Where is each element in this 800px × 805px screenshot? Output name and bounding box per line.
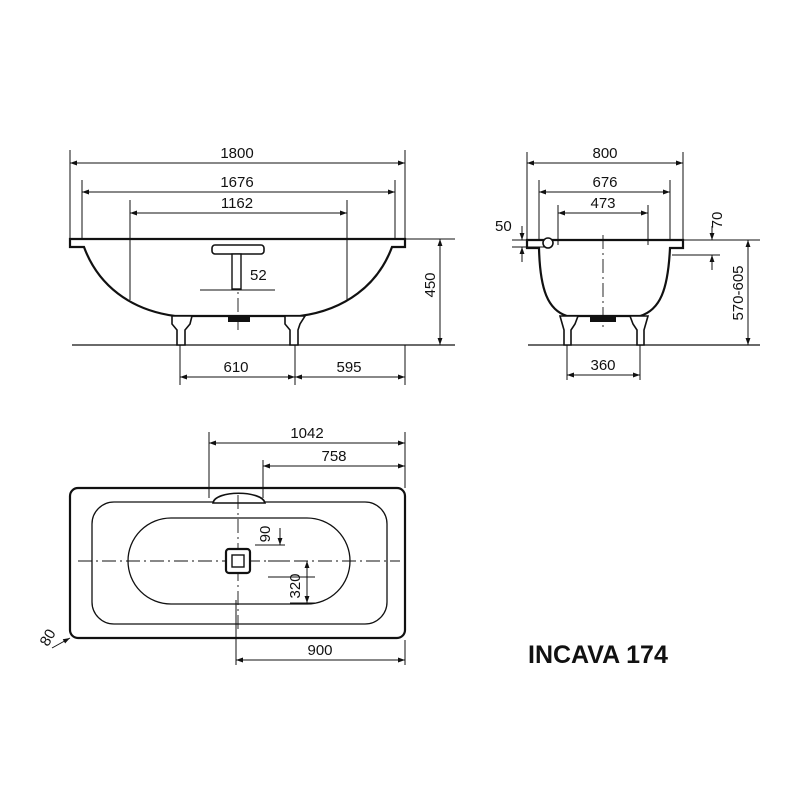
dim-waste-distance: 1042 xyxy=(290,425,323,442)
dim-base-width: 473 xyxy=(590,195,615,212)
top-view: 90 320 80 1042 758 900 xyxy=(37,425,407,665)
dim-rim-right: 70 xyxy=(709,212,726,229)
dim-foot-right: 595 xyxy=(336,359,361,376)
side-view: 1800 1676 1162 52 610 595 450 xyxy=(68,145,455,385)
dim-rim-length: 1676 xyxy=(220,174,253,191)
dim-rim-width: 676 xyxy=(592,174,617,191)
dim-height: 450 xyxy=(422,272,439,297)
dim-overflow-distance: 758 xyxy=(321,448,346,465)
dim-corner: 80 xyxy=(37,626,60,649)
dim-feet-spacing: 360 xyxy=(590,357,615,374)
drain-icon xyxy=(224,547,252,575)
tub-foot xyxy=(558,315,580,346)
dim-install-height: 570-605 xyxy=(730,265,747,320)
dim-rim-left: 50 xyxy=(495,218,512,235)
tub-outer-rim xyxy=(68,486,407,640)
tub-end-outline xyxy=(525,238,685,318)
overflow-icon xyxy=(212,492,267,504)
overflow-knob xyxy=(542,237,554,249)
end-view: 800 676 473 50 70 570-605 360 xyxy=(495,145,760,380)
tub-foot xyxy=(628,315,650,346)
dim-drain-offset-top: 90 xyxy=(257,526,274,543)
tub-foot xyxy=(171,315,307,346)
dim-base-length: 1162 xyxy=(221,195,253,212)
overflow-fitting xyxy=(200,244,275,322)
dim-drain-offset: 52 xyxy=(250,267,267,284)
dim-overall-length: 1800 xyxy=(220,145,253,162)
dim-inner-length: 900 xyxy=(307,642,332,659)
product-name: INCAVA 174 xyxy=(528,641,668,669)
dim-overall-width: 800 xyxy=(592,145,617,162)
dim-drain-side: 320 xyxy=(287,573,304,598)
dim-foot-left: 610 xyxy=(223,359,248,376)
